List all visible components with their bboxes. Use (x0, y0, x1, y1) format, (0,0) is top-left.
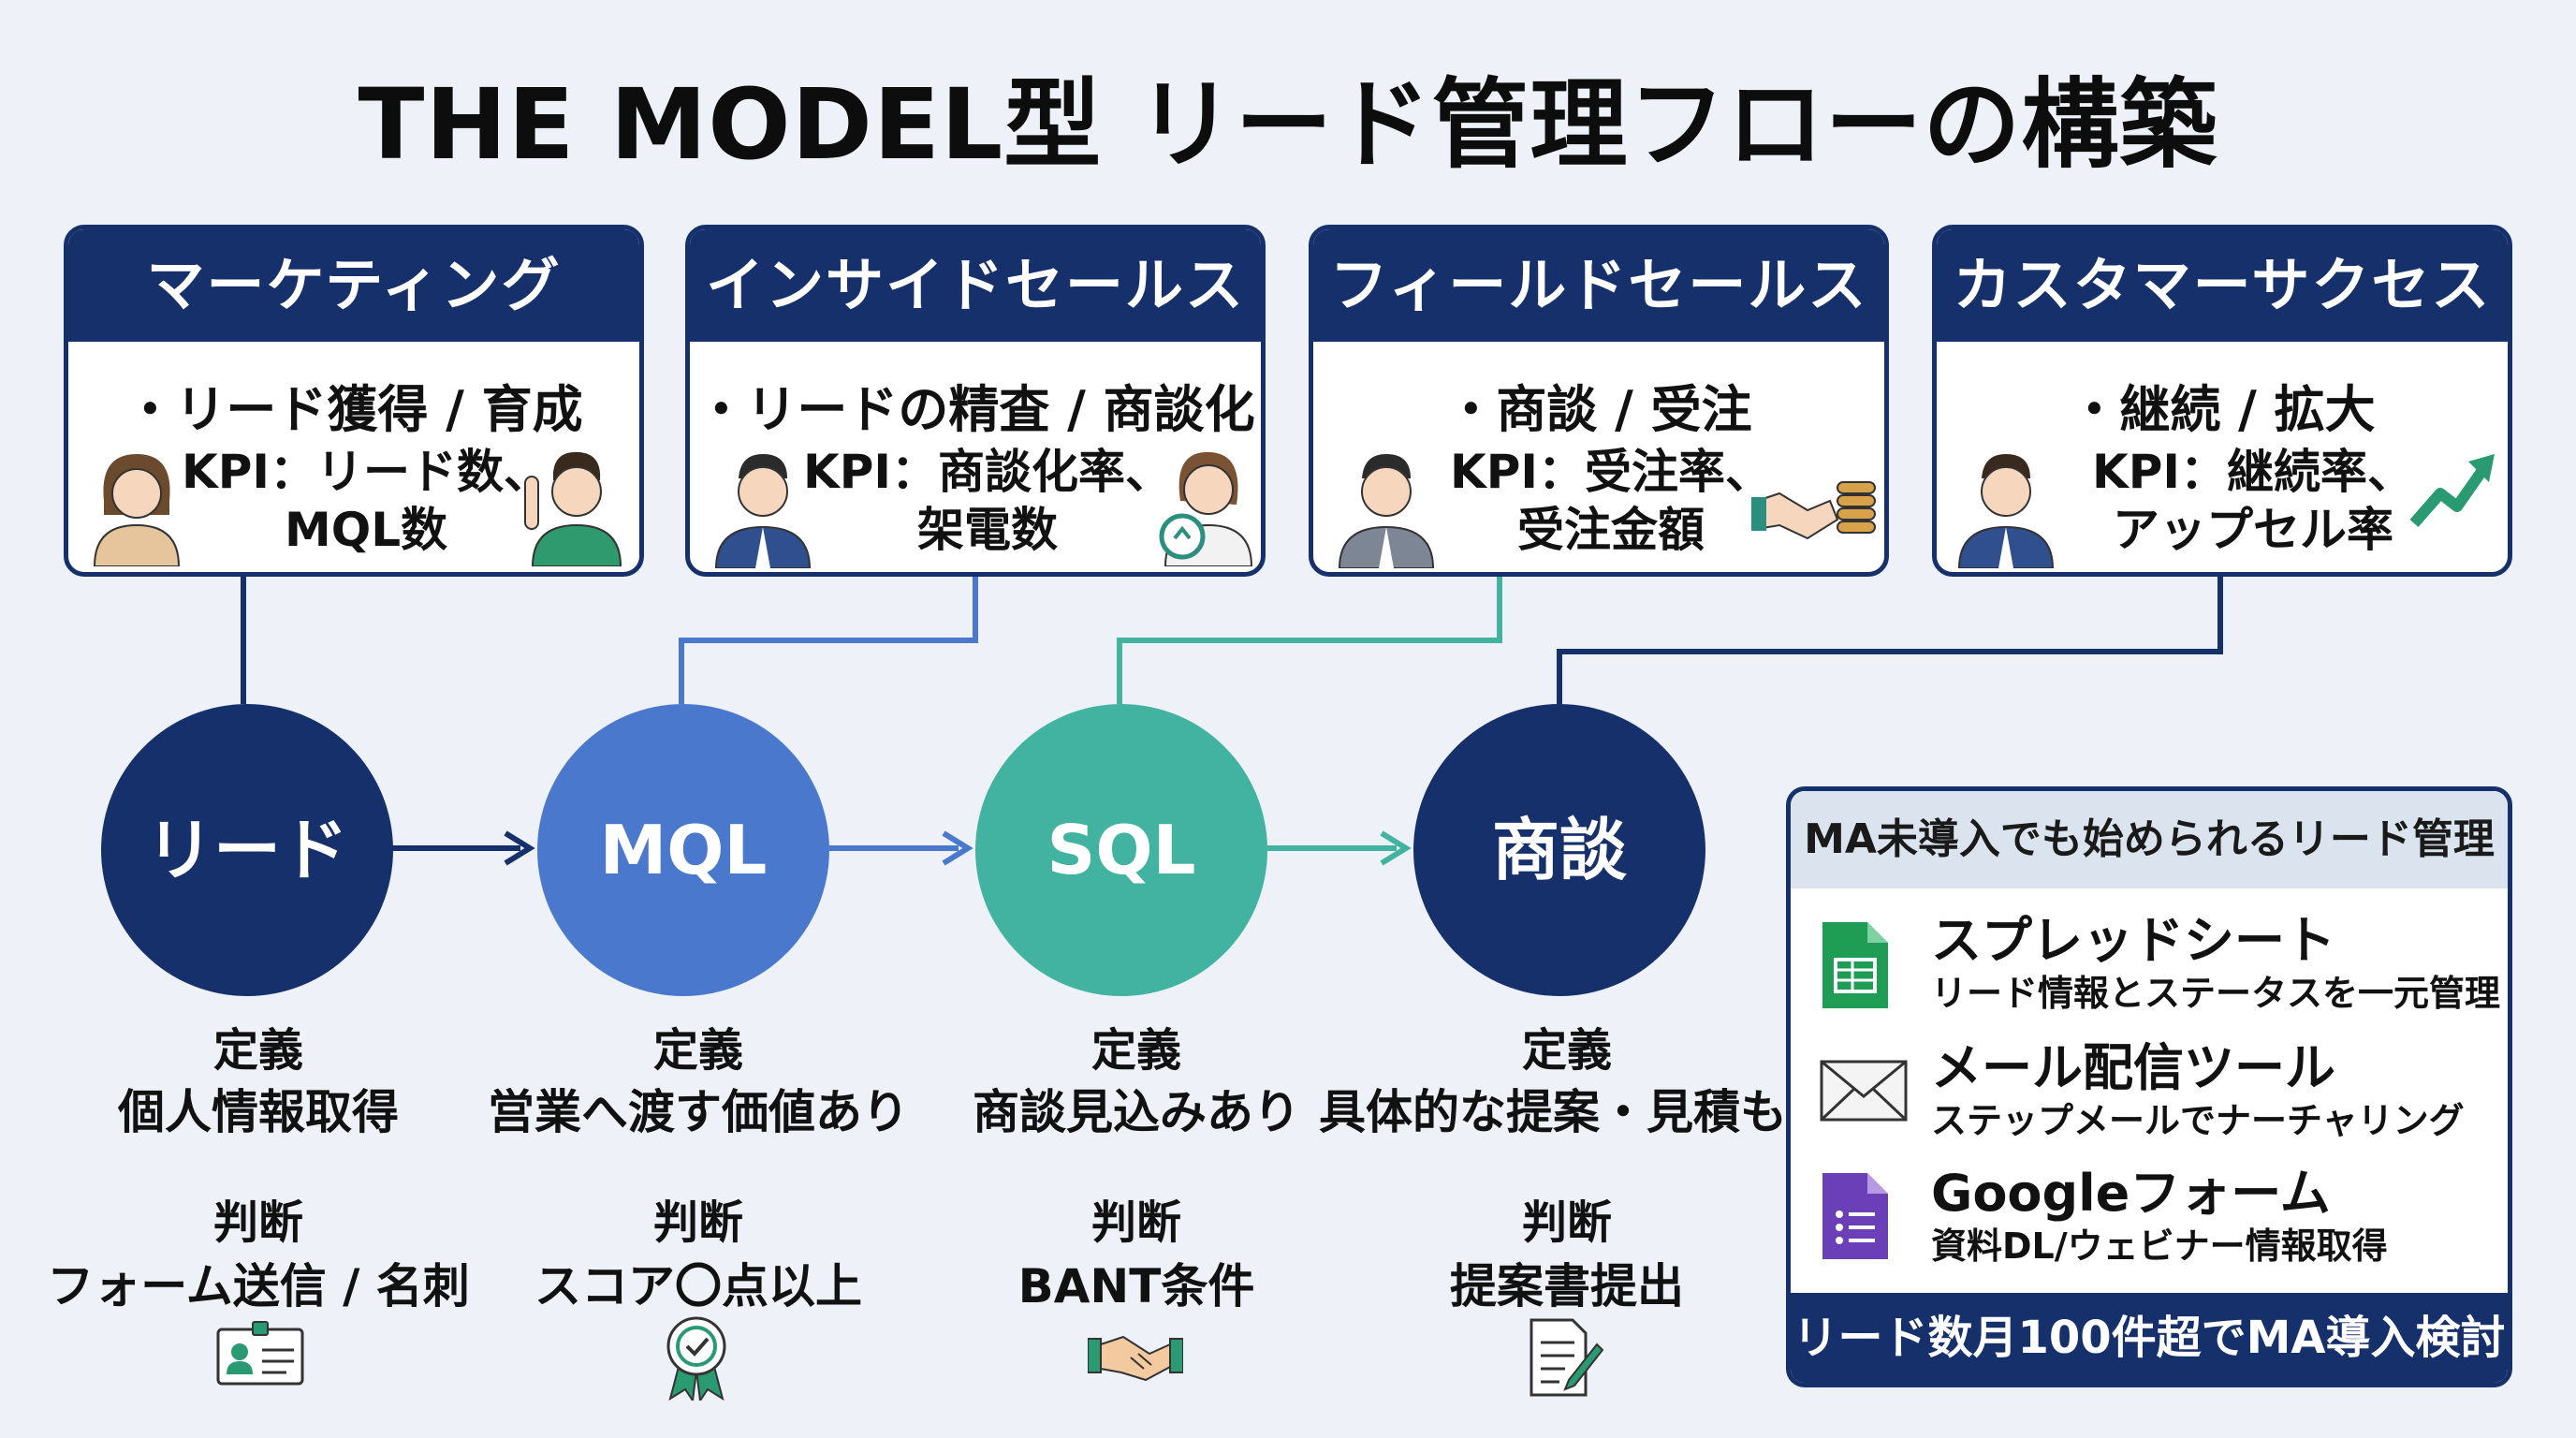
handshake-coins-icon (1751, 481, 1876, 540)
stage-sql: SQL (975, 704, 1267, 996)
stage-lead: リード (101, 704, 393, 996)
tool-desc: ステップメールでナーチャリング (1931, 1100, 2465, 1141)
tool-name: Googleフォーム (1931, 1164, 2331, 1223)
dept-kpi: KPI：継続率、 アップセル率 (2092, 445, 2414, 557)
judgment-label: 判断 (652, 1196, 743, 1249)
judgment-text: フォーム送信 / 名刺 (47, 1259, 470, 1313)
woman-headset-icon (1159, 451, 1253, 566)
connector-cs-deal (1557, 577, 2223, 704)
stage-mql: MQL (537, 704, 829, 996)
definition-text: 商談見込みあり (973, 1085, 1300, 1139)
award-badge-icon (666, 1316, 726, 1401)
dept-kpi: KPI：商談化率、 架電数 (803, 445, 1172, 557)
spreadsheet-icon (1822, 922, 1888, 1008)
judgment-text: BANT条件 (1017, 1259, 1255, 1313)
dept-task: ・継続 / 拡大 (2069, 380, 2376, 439)
id-card-icon (216, 1321, 304, 1386)
dept-task: ・商談 / 受注 (1445, 380, 1752, 439)
dept-marketing: マーケティング ・リード獲得 / 育成 KPI：リード数、 MQL数 (64, 225, 644, 577)
ma-panel-title: MA未導入でも始められるリード管理 (1791, 791, 2508, 888)
tool-mail: メール配信ツール ステップメールでナーチャリング (1931, 1038, 2465, 1143)
handshake-icon (1088, 1335, 1183, 1382)
dept-customer-success: カスタマーサクセス ・継続 / 拡大 KPI：継続率、 アップセル率 (1932, 225, 2512, 577)
tool-name: スプレッドシート (1931, 911, 2335, 970)
woman-icon (93, 454, 181, 566)
judgment-label: 判断 (1521, 1196, 1612, 1249)
judgment-text: 提案書提出 (1450, 1259, 1684, 1313)
definition-label: 定義 (1090, 1024, 1181, 1077)
mail-icon (1820, 1060, 1908, 1122)
tool-google-form: Googleフォーム 資料DL/ウェビナー情報取得 (1931, 1164, 2388, 1269)
dept-title: カスタマーサクセス (1937, 229, 2508, 342)
tool-spreadsheet: スプレッドシート リード情報とステータスを一元管理 (1931, 911, 2500, 1016)
connector-inside-mql (679, 577, 978, 704)
definition-text: 個人情報取得 (118, 1085, 399, 1139)
stage-deal: 商談 (1413, 704, 1705, 996)
dept-field-sales: フィールドセールス ・商談 / 受注 KPI：受注率、 受注金額 (1309, 225, 1889, 577)
tool-desc: リード情報とステータスを一元管理 (1931, 973, 2501, 1014)
dept-title: マーケティング (68, 229, 639, 342)
dept-task: ・リード獲得 / 育成 (124, 380, 583, 439)
definition-text: 営業へ渡す価値あり (488, 1085, 909, 1139)
ma-panel-footer: リード数月100件超でMA導入検討 (1791, 1293, 2508, 1383)
businessman-icon (1957, 454, 2055, 568)
dept-title: フィールドセールス (1313, 229, 1884, 342)
dept-kpi: KPI：受注率、 受注金額 (1450, 445, 1772, 557)
definition-text: 具体的な提案・見積もり (1319, 1085, 1834, 1139)
dept-inside-sales: インサイドセールス ・リードの精査 / 商談化 KPI：商談化率、 架電数 (685, 225, 1266, 577)
definition-label: 定義 (652, 1024, 743, 1077)
judgment-label: 判断 (1090, 1196, 1181, 1249)
dept-title: インサイドセールス (690, 229, 1261, 342)
trend-up-arrow-icon (2409, 454, 2495, 527)
form-icon (1822, 1173, 1888, 1259)
dept-kpi: KPI：リード数、 MQL数 (182, 445, 550, 557)
man-pointing-icon (524, 451, 622, 566)
businessman-icon (1338, 454, 1435, 568)
definition-label: 定義 (212, 1024, 303, 1077)
judgment-label: 判断 (212, 1196, 303, 1249)
dept-task: ・リードの精査 / 商談化 (695, 380, 1255, 439)
ma-panel: MA未導入でも始められるリード管理 スプレッドシート リード情報とステータスを一… (1786, 786, 2512, 1387)
definition-label: 定義 (1521, 1024, 1612, 1077)
tool-desc: 資料DL/ウェビナー情報取得 (1931, 1225, 2388, 1267)
tool-name: メール配信ツール (1931, 1038, 2335, 1097)
businessman-icon (714, 454, 812, 568)
document-pen-icon (1530, 1318, 1604, 1397)
page-title: THE MODEL型 リード管理フローの構築 (358, 67, 2218, 182)
judgment-text: スコア〇点以上 (534, 1259, 862, 1313)
connector-field-sql (1117, 577, 1502, 704)
